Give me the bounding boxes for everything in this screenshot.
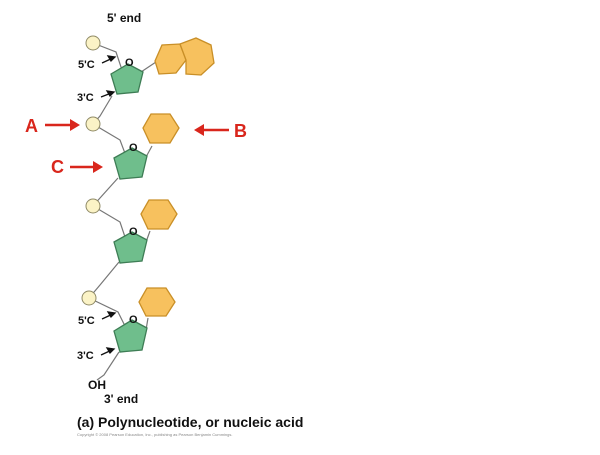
ring-o-4: O	[129, 314, 138, 326]
phosphate-1	[85, 35, 101, 51]
base-3	[140, 199, 178, 230]
arrow-left-icon	[194, 124, 229, 136]
five-c-label-bottom: 5'C	[78, 315, 95, 327]
ring-o-3: O	[129, 226, 138, 238]
sugar-4	[113, 319, 148, 353]
callout-c-label: C	[51, 157, 64, 177]
three-c-label-top: 3'C	[77, 92, 94, 104]
ring-o-2: O	[129, 142, 138, 154]
phosphate-3	[85, 198, 101, 214]
three-prime-end-label: 3' end	[104, 392, 138, 406]
phosphate-4	[81, 290, 97, 306]
backbone	[88, 42, 127, 381]
arrow-right-icon	[70, 161, 103, 173]
base-purine	[154, 37, 215, 76]
five-c-label-top: 5'C	[78, 59, 95, 71]
carbon-pointer-arrows	[100, 55, 117, 356]
ring-o-1: O	[125, 57, 134, 69]
arrow-right-icon	[45, 119, 80, 131]
callout-b-label: B	[234, 121, 247, 141]
oh-label: OH	[88, 378, 106, 392]
sugar-1	[110, 63, 144, 95]
phosphate-2	[85, 116, 101, 132]
figure-caption: (a) Polynucleotide, or nucleic acid	[77, 414, 303, 430]
sugar-3	[113, 231, 148, 264]
copyright-text: Copyright © 2008 Pearson Education, Inc.…	[77, 432, 232, 437]
five-prime-end-label: 5' end	[107, 11, 141, 25]
three-c-label-bottom: 3'C	[77, 350, 94, 362]
base-2	[142, 113, 180, 144]
base-4	[138, 287, 176, 317]
sugar-2	[113, 147, 148, 180]
callout-a-label: A	[25, 116, 38, 136]
